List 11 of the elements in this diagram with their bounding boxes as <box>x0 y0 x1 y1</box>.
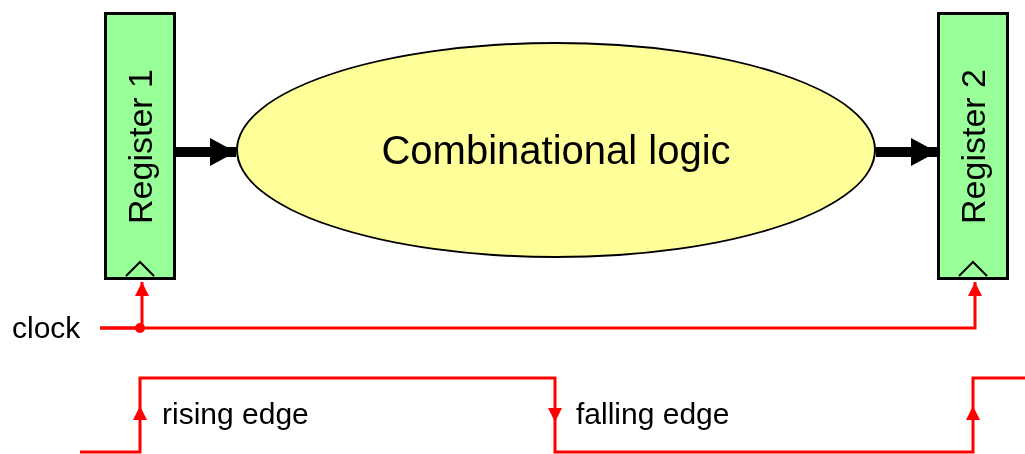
logic-label: Combinational logic <box>381 127 731 173</box>
signal-label: clock <box>12 310 100 346</box>
register-box <box>104 12 176 280</box>
edge-annotation: rising edge <box>162 397 309 431</box>
arrow <box>100 282 982 330</box>
arrow <box>176 138 236 166</box>
edge-annotation: falling edge <box>576 397 730 431</box>
register-box <box>937 12 1009 280</box>
register-label: Register 1 <box>120 68 160 224</box>
arrow <box>876 138 937 166</box>
register-label: Register 2 <box>953 68 993 224</box>
